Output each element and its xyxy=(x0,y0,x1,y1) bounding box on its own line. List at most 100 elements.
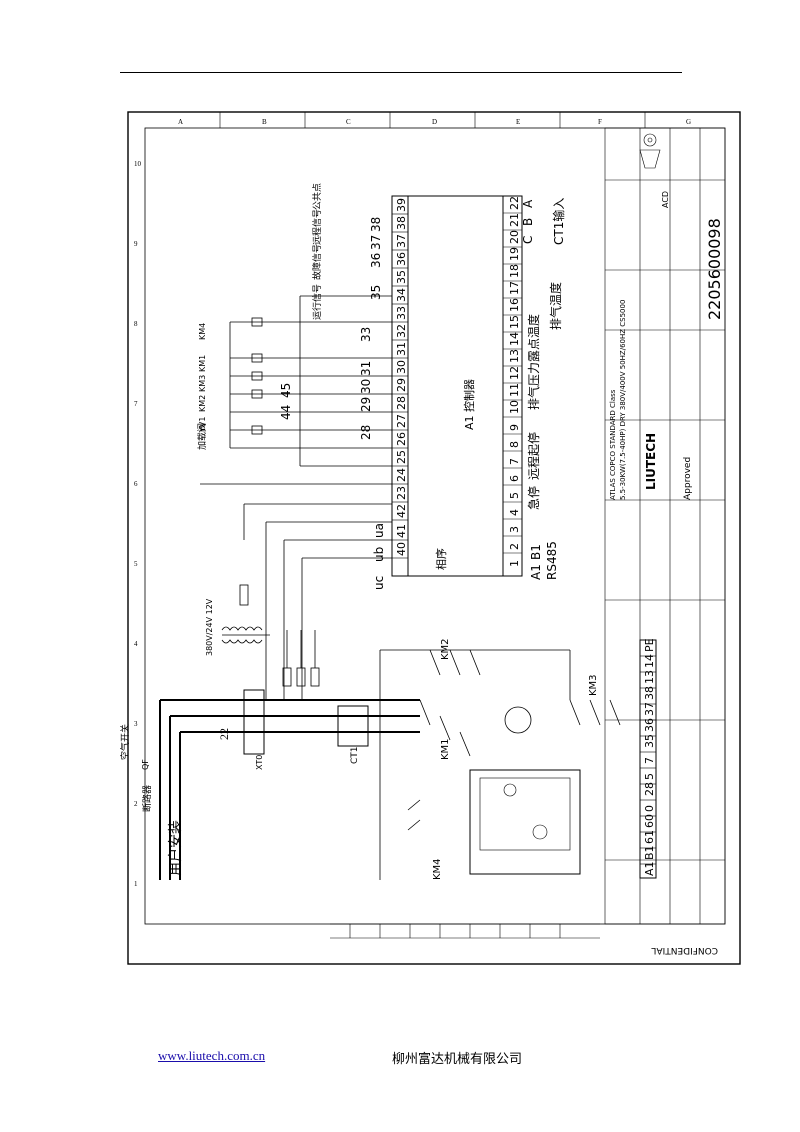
signal-remote: 远程信号 xyxy=(311,209,323,245)
svg-text:3: 3 xyxy=(134,720,138,728)
svg-text:8: 8 xyxy=(134,320,138,328)
xt0: XT0 xyxy=(255,755,264,770)
term-34: 34 xyxy=(395,288,408,302)
term-5: 5 xyxy=(508,492,521,499)
user-install: 用户安装 xyxy=(167,820,184,876)
term-7: 7 xyxy=(508,458,521,465)
km1-contact: KM1 xyxy=(440,738,451,760)
svg-text:F: F xyxy=(598,118,602,126)
rs485-a1: A1 xyxy=(529,564,543,580)
svg-text:B: B xyxy=(262,118,267,126)
footer-url-link[interactable]: www.liutech.com.cn xyxy=(158,1048,266,1063)
t22: 22 xyxy=(217,728,231,740)
n37: 37 xyxy=(369,235,383,250)
transformer: 380V/24V 12V xyxy=(205,598,214,656)
term-15: 15 xyxy=(508,315,521,329)
term-37: 37 xyxy=(395,234,408,248)
bt-14: 14 xyxy=(643,654,656,668)
breaker: 断路器 xyxy=(141,785,153,812)
signal-common: 公共点 xyxy=(312,183,323,210)
km3-coil: KM3 xyxy=(198,375,207,392)
term-22: 22 xyxy=(508,196,521,210)
term-9: 9 xyxy=(508,424,521,431)
bt-7: 7 xyxy=(643,757,656,764)
n38: 38 xyxy=(369,217,383,232)
term-30: 30 xyxy=(395,360,408,374)
term-23: 23 xyxy=(395,486,408,500)
km3-contact: KM3 xyxy=(588,674,599,696)
term-25: 25 xyxy=(395,450,408,464)
terminal-labels-top: 22 xyxy=(217,728,231,740)
n29: 29 xyxy=(359,397,373,412)
label-ct1-input: CT1输入 xyxy=(551,198,566,245)
term-39: 39 xyxy=(395,198,408,212)
bt-5: 5 xyxy=(643,773,656,780)
svg-text:E: E xyxy=(516,118,520,126)
km2-contact: KM2 xyxy=(440,638,451,660)
term-26: 26 xyxy=(395,432,408,446)
label-ub: ub xyxy=(372,547,386,562)
n31: 31 xyxy=(359,361,373,376)
km4-contact: KM4 xyxy=(432,858,443,880)
tb-confidential: CONFIDENTIAL xyxy=(651,945,718,955)
svg-text:9: 9 xyxy=(134,240,138,248)
svg-text:D: D xyxy=(432,118,437,126)
term-4: 4 xyxy=(508,509,521,516)
term-17: 17 xyxy=(508,281,521,295)
term-3: 3 xyxy=(508,526,521,533)
term-35: 35 xyxy=(395,270,408,284)
term-28: 28 xyxy=(395,396,408,410)
term-2: 2 xyxy=(508,543,521,550)
ct1: CT1 xyxy=(350,746,360,764)
load-valve: 加载阀 xyxy=(196,423,208,450)
bt-37: 37 xyxy=(643,702,656,716)
bt-b1: B1 xyxy=(643,845,656,860)
n35: 35 xyxy=(369,285,383,300)
label-b: B xyxy=(521,218,535,226)
qf: QF xyxy=(141,759,150,770)
phase-label: 相序 xyxy=(434,548,448,570)
sensor-exhaust-temp: 排气温度 xyxy=(548,282,563,330)
term-29: 29 xyxy=(395,378,408,392)
term-38: 38 xyxy=(395,216,408,230)
n30: 30 xyxy=(359,379,373,394)
term-42: 42 xyxy=(395,504,408,518)
bt-13: 13 xyxy=(643,670,656,684)
signal-run: 运行信号 xyxy=(311,284,323,320)
sensor-remote-start: 远程起停 xyxy=(526,432,541,480)
sensor-emergency: 急停 xyxy=(526,486,541,510)
tb-company: ATLAS COPCO STANDARD Class xyxy=(609,389,617,500)
n44: 44 xyxy=(279,405,293,420)
signal-fault: 故障信号 xyxy=(311,244,323,280)
n36: 36 xyxy=(369,253,383,268)
term-13: 13 xyxy=(508,349,521,363)
bt-28: 28 xyxy=(643,782,656,796)
svg-text:A: A xyxy=(178,118,183,126)
label-uc: uc xyxy=(372,576,386,590)
svg-text:4: 4 xyxy=(134,640,138,648)
term-10: 10 xyxy=(508,400,521,414)
term-27: 27 xyxy=(395,414,408,428)
tb-acd: ACD xyxy=(661,191,670,208)
term-6: 6 xyxy=(508,475,521,482)
svg-text:G: G xyxy=(686,118,691,126)
footer-company: 柳州富达机械有限公司 xyxy=(392,1052,523,1067)
tb-brand: LIUTECH xyxy=(644,433,658,490)
term-24: 24 xyxy=(395,468,408,482)
label-c: C xyxy=(521,236,535,244)
bt-38: 38 xyxy=(643,686,656,700)
sensor-dew-temp: 露点温度 xyxy=(526,314,541,362)
svg-text:C: C xyxy=(346,118,351,126)
term-14: 14 xyxy=(508,332,521,346)
bt-0: 0 xyxy=(643,805,656,812)
term-1: 1 xyxy=(508,560,521,567)
svg-text:10: 10 xyxy=(134,160,142,168)
yv1-coil: YV1 xyxy=(198,417,207,433)
bt-61: 61 xyxy=(643,830,656,844)
tb-name: 5.5-30KW(7.5-40HP) DRY 380V/400V 50HZ/60… xyxy=(619,300,627,500)
bt-60: 60 xyxy=(643,814,656,828)
header-rule xyxy=(120,72,682,73)
air-switch: 空气开关 xyxy=(119,724,131,760)
term-32: 32 xyxy=(395,324,408,338)
